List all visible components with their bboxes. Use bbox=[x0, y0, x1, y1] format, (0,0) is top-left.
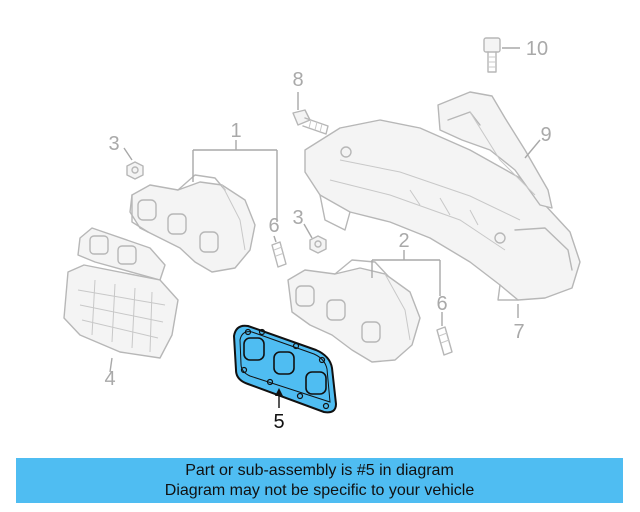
stud-part-6 bbox=[271, 241, 287, 268]
gasket-shield-part-4 bbox=[63, 227, 179, 359]
exhaust-manifold-part-2 bbox=[287, 259, 421, 363]
exhaust-manifold-part-1 bbox=[129, 174, 256, 273]
nut-part-3-second bbox=[309, 235, 327, 254]
callout-lines bbox=[109, 47, 541, 408]
callout-number-9: 9 bbox=[540, 124, 551, 146]
callout-number-2: 2 bbox=[398, 230, 409, 252]
callout-number-3: 3 bbox=[108, 133, 119, 155]
banner-line-2: Diagram may not be specific to your vehi… bbox=[164, 481, 475, 499]
parts-diagram: 1 2 3 3 4 5 6 6 7 8 9 10 bbox=[63, 37, 581, 433]
callout-number-8: 8 bbox=[292, 69, 303, 91]
callout-number-10: 10 bbox=[526, 38, 548, 60]
info-banner: Part or sub-assembly is #5 in diagram Di… bbox=[16, 458, 623, 503]
bolt-part-10 bbox=[483, 37, 501, 73]
stud-part-6-second bbox=[436, 326, 453, 356]
heat-shield-part-7 bbox=[304, 119, 581, 301]
nut-part-3 bbox=[126, 161, 144, 180]
banner-line-1: Part or sub-assembly is #5 in diagram bbox=[185, 461, 454, 479]
gasket-part-5-highlighted[interactable] bbox=[233, 324, 337, 414]
callout-number-3-second: 3 bbox=[292, 207, 303, 229]
callout-number-5[interactable]: 5 bbox=[273, 411, 284, 433]
callout-number-4: 4 bbox=[104, 368, 115, 390]
callout-number-6: 6 bbox=[268, 215, 279, 237]
bracket-part-9 bbox=[437, 91, 553, 209]
callout-number-7: 7 bbox=[513, 321, 524, 343]
bolt-part-8 bbox=[292, 109, 329, 135]
callout-number-1: 1 bbox=[230, 120, 241, 142]
callout-number-6-second: 6 bbox=[436, 293, 447, 315]
